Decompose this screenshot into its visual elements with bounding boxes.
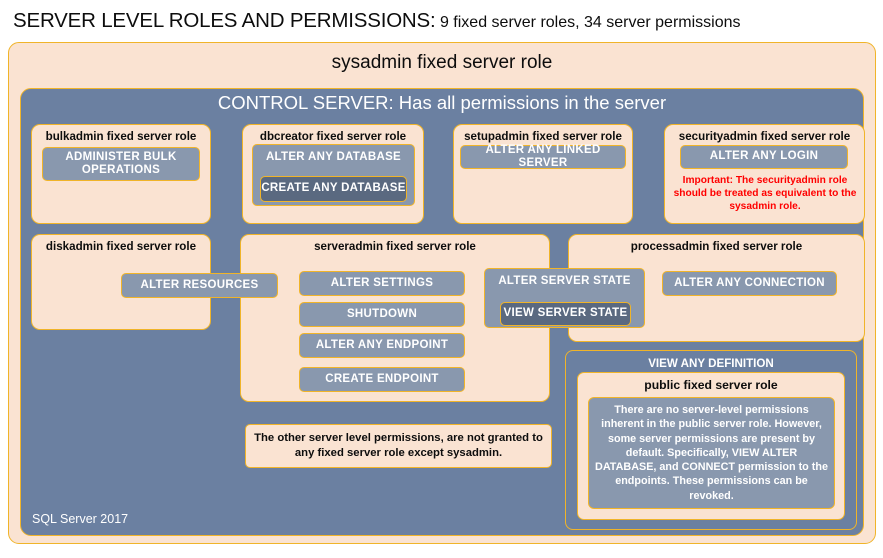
permission-create-any-database: CREATE ANY DATABASE — [260, 176, 407, 202]
role-label-dbcreator: dbcreator fixed server role — [259, 130, 407, 143]
role-box-setupadmin — [453, 124, 633, 224]
permission-administer-bulk-operations: ADMINISTER BULK OPERATIONS — [42, 147, 200, 181]
page-title-strong: SERVER LEVEL ROLES AND PERMISSIONS: — [13, 9, 436, 32]
role-label-serveradmin: serveradmin fixed server role — [314, 240, 476, 253]
role-label-processadmin: processadmin fixed server role — [630, 240, 803, 253]
other-permissions-note: The other server level permissions, are … — [245, 424, 552, 468]
sysadmin-role-label: sysadmin fixed server role — [331, 52, 553, 73]
role-box-securityadmin — [664, 124, 865, 224]
role-label-setupadmin: setupadmin fixed server role — [464, 130, 622, 143]
role-label-public: public fixed server role — [644, 378, 778, 392]
role-label-securityadmin: securityadmin fixed server role — [678, 130, 851, 143]
public-role-note: There are no server-level permissions in… — [588, 397, 835, 509]
permission-create-endpoint: CREATE ENDPOINT — [299, 367, 465, 392]
permission-shutdown: SHUTDOWN — [299, 302, 465, 327]
page-title: SERVER LEVEL ROLES AND PERMISSIONS: 9 fi… — [13, 7, 873, 35]
permission-view-server-state: VIEW SERVER STATE — [500, 302, 631, 326]
permission-alter-any-endpoint: ALTER ANY ENDPOINT — [299, 333, 465, 358]
permission-alter-any-connection: ALTER ANY CONNECTION — [662, 271, 837, 296]
permission-alter-settings: ALTER SETTINGS — [299, 271, 465, 296]
role-label-diskadmin: diskadmin fixed server role — [45, 240, 197, 253]
permission-alter-any-login: ALTER ANY LOGIN — [680, 145, 848, 169]
permission-view-any-definition: VIEW ANY DEFINITION — [648, 357, 774, 370]
role-label-bulkadmin: bulkadmin fixed server role — [45, 130, 197, 143]
securityadmin-important-note: Important: The securityadmin role should… — [673, 175, 857, 213]
control-server-label: CONTROL SERVER: Has all permissions in t… — [217, 92, 667, 113]
permission-alter-any-linked-server: ALTER ANY LINKED SERVER — [460, 144, 626, 169]
sql-version-label: SQL Server 2017 — [32, 512, 129, 526]
page-title-subtitle: 9 fixed server roles, 34 server permissi… — [435, 14, 741, 31]
permission-alter-resources: ALTER RESOURCES — [121, 273, 278, 298]
